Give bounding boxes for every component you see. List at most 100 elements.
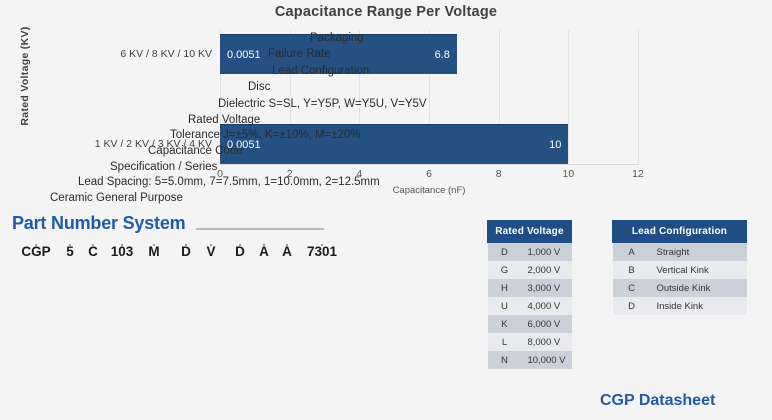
leader-line	[180, 121, 187, 246]
chart-gridline	[359, 30, 361, 164]
table-cell-code: G	[487, 261, 522, 279]
part-code-segment: M	[148, 244, 160, 259]
table-cell-value: Vertical Kink	[650, 261, 747, 279]
table-cell-code: D	[487, 242, 522, 261]
leader-line	[35, 199, 42, 246]
part-code-description: Dielectric S=SL, Y=Y5P, W=Y5U, V=Y5V	[218, 98, 427, 110]
table-cell-value: 4,000 V	[521, 297, 572, 315]
part-code-description: Lead Spacing: 5=5.0mm, 7=7.5mm, 1=10.0mm…	[78, 176, 380, 188]
part-number-system-heading: Part Number System	[12, 213, 186, 233]
chart-x-tick-label: 12	[632, 168, 644, 180]
chart-bar-max-label: 6.8	[434, 48, 450, 61]
rated-voltage-table-header: Rated Voltage	[487, 220, 572, 243]
chart-bar-row: 0.0051 6.8	[220, 34, 638, 74]
part-code-segment: 103	[110, 244, 134, 259]
table-cell-value: 3,000 V	[521, 279, 572, 297]
leader-line	[92, 168, 102, 246]
leader-lines-svg	[35, 39, 323, 246]
table-cell-code: C	[612, 279, 651, 297]
table-cell-code: A	[612, 242, 651, 261]
chart-x-axis-line	[220, 164, 639, 165]
part-code-description: Tolerance J=±5%, K=±10%, M=±20%	[170, 129, 361, 141]
capacitance-chart-panel: Capacitance Range Per Voltage Rated Volt…	[0, 0, 772, 207]
chart-x-tick-label: 8	[495, 168, 502, 180]
leader-line	[121, 152, 140, 246]
part-code-segment: CGP	[21, 244, 51, 259]
chart-plot-area: 0.0051 6.8 0.0051 10	[220, 30, 639, 164]
table-cell-code: B	[612, 261, 651, 279]
chart-bar-row: 0.0051 10	[220, 124, 638, 164]
part-code-description: Failure Rate	[268, 48, 331, 60]
chart-x-tick-label: 6	[426, 168, 432, 180]
part-code-segment: V	[206, 244, 216, 259]
table-cell-value: Inside Kink	[650, 297, 747, 315]
chart-bar-min-label: 0.0051	[227, 138, 261, 151]
table-cell-value: Straight	[650, 242, 747, 261]
chart-y-axis-title: Rated Voltage (KV)	[19, 26, 31, 126]
leader-line	[210, 105, 212, 246]
table-cell-value: 2,000 V	[521, 261, 572, 279]
cgp-datasheet-link[interactable]: CGP Datasheet	[600, 392, 716, 409]
chart-x-tick-label: 2	[286, 168, 293, 180]
chart-gridline	[638, 30, 639, 164]
table-cell-code: U	[487, 297, 522, 315]
chart-gridline	[289, 30, 291, 164]
table-cell-value: 10,000 V	[521, 351, 572, 369]
chart-category-label: 6 KV / 8 KV / 10 KV	[120, 48, 212, 60]
chart-bar: 0.0051 10	[220, 124, 569, 164]
chart-bar-max-label: 10	[549, 138, 562, 151]
table-cell-code: D	[612, 297, 651, 315]
leader-line	[302, 39, 323, 246]
chart-gridline	[568, 30, 570, 164]
part-code-description: Rated Voltage	[188, 114, 261, 126]
heading-divider	[196, 228, 324, 230]
leader-line	[153, 136, 162, 246]
part-code-segment: A	[259, 244, 269, 259]
part-code-description: Ceramic General Purpose	[50, 192, 183, 204]
table-cell-code: N	[487, 351, 522, 369]
table-cell-value: 6,000 V	[521, 315, 572, 333]
table-cell-code: H	[487, 279, 522, 297]
table-cell-code: L	[487, 333, 522, 351]
table-cell-value: 8,000 V	[521, 333, 572, 351]
chart-x-axis-title: Capacitance (nF)	[392, 185, 466, 196]
chart-title: Capacitance Range Per Voltage	[274, 4, 498, 20]
part-number-leader-diagram	[0, 39, 470, 415]
part-code-segment: 5	[66, 244, 74, 259]
table-cell-value: Outside Kink	[650, 279, 747, 297]
part-code-segment: D	[235, 244, 245, 259]
part-code-description: Capacitance Code	[148, 145, 243, 157]
part-code-segment: A	[282, 244, 292, 259]
table-cell-value: 1,000 V	[521, 242, 572, 261]
chart-gridline	[429, 30, 430, 164]
chart-x-tick-label: 10	[562, 168, 575, 180]
chart-x-tick-label: 0	[217, 168, 223, 180]
chart-bar-min-label: 0.0051	[227, 48, 261, 61]
chart-x-tick-label: 4	[356, 168, 363, 180]
part-code-segment: D	[181, 244, 191, 259]
chart-gridline	[220, 30, 221, 164]
part-code-description: Packaging	[310, 32, 364, 44]
part-code-description: Lead Configuration	[272, 65, 370, 77]
part-code-description: Specification / Series	[110, 161, 218, 173]
part-code-description: Disc	[248, 81, 271, 93]
part-code-segment: 7301	[306, 244, 338, 259]
part-code-segment: C	[88, 244, 98, 259]
chart-gridline	[498, 30, 500, 164]
